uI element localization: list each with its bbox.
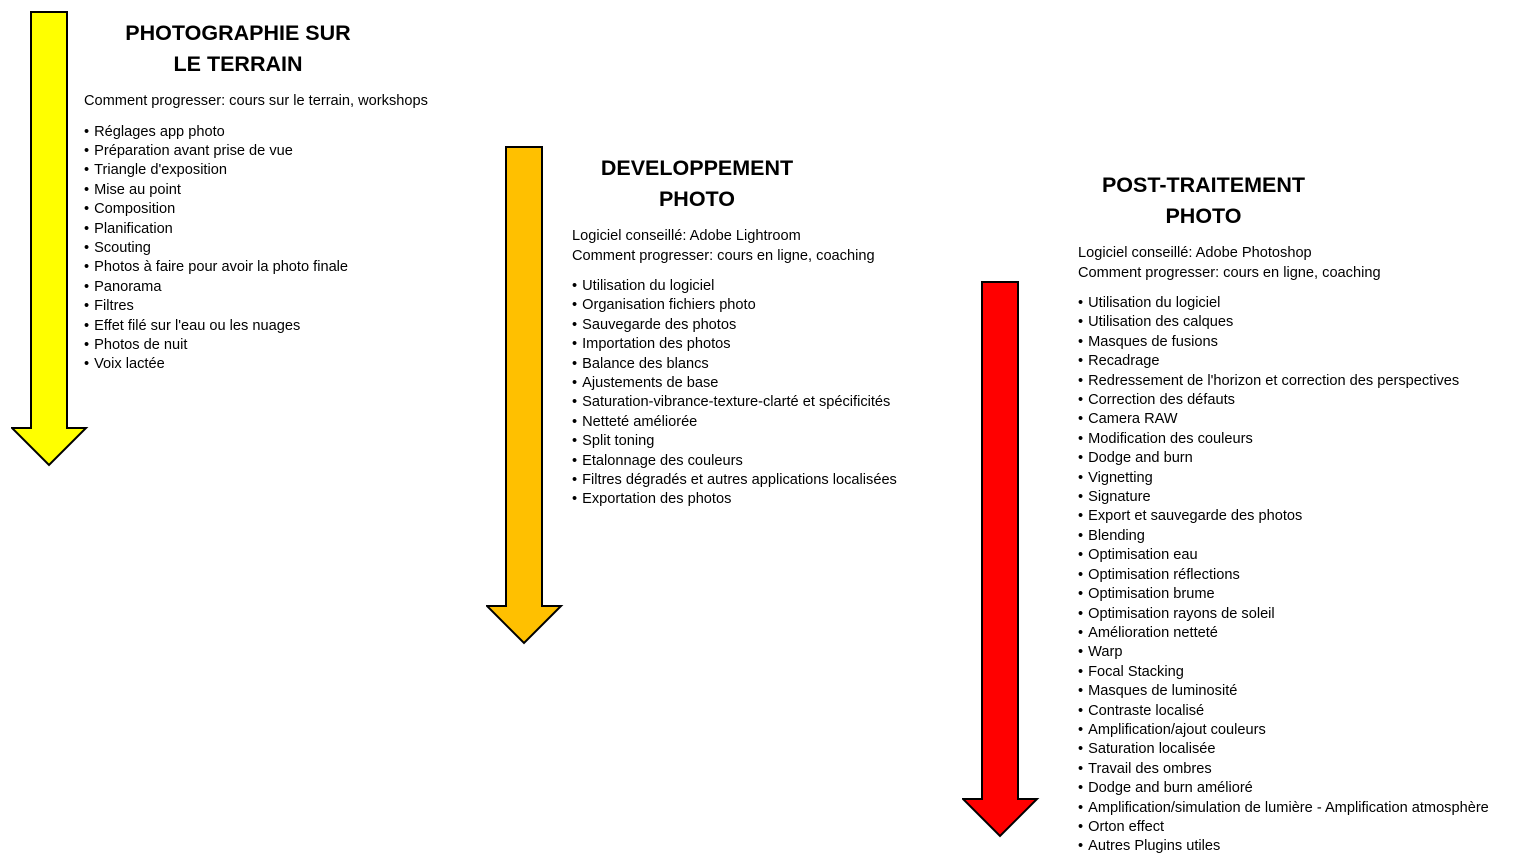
section-terrain: PHOTOGRAPHIE SUR LE TERRAIN Comment prog… [84, 18, 428, 375]
list-item: Optimisation brume [1078, 585, 1489, 604]
arrow-shape-developpement [486, 146, 564, 645]
list-item: Balance des blancs [572, 355, 897, 374]
title-line: PHOTO [1165, 204, 1242, 228]
meta-line: Logiciel conseillé: Adobe Lightroom [572, 228, 801, 244]
list-item: Panorama [84, 278, 428, 297]
list-item: Netteté améliorée [572, 413, 897, 432]
list-item: Sauvegarde des photos [572, 316, 897, 335]
list-item: Modification des couleurs [1078, 430, 1489, 449]
list-item: Amplification/ajout couleurs [1078, 721, 1489, 740]
list-item: Travail des ombres [1078, 760, 1489, 779]
section-title: DEVELOPPEMENT PHOTO [572, 153, 822, 215]
list-item: Split toning [572, 432, 897, 451]
arrow-shape-post-traitement [962, 281, 1040, 838]
list-item: Photos de nuit [84, 336, 428, 355]
title-line: POST-TRAITEMENT [1101, 173, 1306, 197]
section-title: POST-TRAITEMENT PHOTO [1078, 170, 1329, 232]
title-line: DEVELOPPEMENT [600, 156, 794, 180]
topic-list: Utilisation du logicielUtilisation des c… [1078, 294, 1489, 857]
list-item: Masques de fusions [1078, 333, 1489, 352]
down-arrow-terrain [11, 11, 89, 467]
list-item: Filtres dégradés et autres applications … [572, 471, 897, 490]
section-meta: Logiciel conseillé: Adobe Photoshop Comm… [1078, 244, 1489, 283]
list-item: Dodge and burn amélioré [1078, 779, 1489, 798]
list-item: Saturation localisée [1078, 740, 1489, 759]
down-arrow-developpement [486, 146, 564, 646]
section-post-traitement: POST-TRAITEMENT PHOTO Logiciel conseillé… [1078, 170, 1489, 857]
list-item: Optimisation réflections [1078, 566, 1489, 585]
list-item: Export et sauvegarde des photos [1078, 507, 1489, 526]
list-item: Optimisation rayons de soleil [1078, 605, 1489, 624]
title-line: LE TERRAIN [173, 52, 303, 76]
title-line: PHOTO [658, 187, 736, 211]
list-item: Planification [84, 220, 428, 239]
list-item: Warp [1078, 643, 1489, 662]
list-item: Exportation des photos [572, 490, 897, 509]
section-title: PHOTOGRAPHIE SUR LE TERRAIN [84, 18, 392, 80]
list-item: Redressement de l'horizon et correction … [1078, 372, 1489, 391]
section-developpement: DEVELOPPEMENT PHOTO Logiciel conseillé: … [572, 153, 897, 510]
list-item: Contraste localisé [1078, 702, 1489, 721]
list-item: Camera RAW [1078, 410, 1489, 429]
list-item: Organisation fichiers photo [572, 296, 897, 315]
list-item: Importation des photos [572, 335, 897, 354]
list-item: Utilisation des calques [1078, 313, 1489, 332]
list-item: Ajustements de base [572, 374, 897, 393]
list-item: Masques de luminosité [1078, 682, 1489, 701]
list-item: Utilisation du logiciel [572, 277, 897, 296]
list-item: Réglages app photo [84, 123, 428, 142]
list-item: Orton effect [1078, 818, 1489, 837]
list-item: Amélioration netteté [1078, 624, 1489, 643]
list-item: Correction des défauts [1078, 391, 1489, 410]
meta-line: Logiciel conseillé: Adobe Photoshop [1078, 245, 1312, 261]
title-line: PHOTOGRAPHIE SUR [125, 21, 351, 45]
down-arrow-post-traitement [962, 281, 1040, 841]
list-item: Vignetting [1078, 469, 1489, 488]
section-meta: Logiciel conseillé: Adobe Lightroom Comm… [572, 227, 897, 266]
section-meta: Comment progresser: cours sur le terrain… [84, 92, 428, 112]
list-item: Focal Stacking [1078, 663, 1489, 682]
list-item: Blending [1078, 527, 1489, 546]
list-item: Composition [84, 200, 428, 219]
meta-line: Comment progresser: cours sur le terrain… [84, 93, 428, 109]
list-item: Signature [1078, 488, 1489, 507]
meta-line: Comment progresser: cours en ligne, coac… [1078, 264, 1381, 281]
list-item: Voix lactée [84, 355, 428, 374]
list-item: Triangle d'exposition [84, 161, 428, 180]
list-item: Photos à faire pour avoir la photo final… [84, 258, 428, 277]
topic-list: Utilisation du logicielOrganisation fich… [572, 277, 897, 510]
list-item: Saturation-vibrance-texture-clarté et sp… [572, 393, 897, 412]
arrow-shape-terrain [11, 11, 89, 467]
list-item: Filtres [84, 297, 428, 316]
list-item: Préparation avant prise de vue [84, 142, 428, 161]
meta-line: Comment progresser: cours en ligne, coac… [572, 247, 875, 264]
topic-list: Réglages app photoPréparation avant pris… [84, 123, 428, 375]
list-item: Amplification/simulation de lumière - Am… [1078, 799, 1489, 818]
list-item: Utilisation du logiciel [1078, 294, 1489, 313]
list-item: Recadrage [1078, 352, 1489, 371]
list-item: Effet filé sur l'eau ou les nuages [84, 317, 428, 336]
list-item: Autres Plugins utiles [1078, 837, 1489, 856]
list-item: Scouting [84, 239, 428, 258]
list-item: Mise au point [84, 181, 428, 200]
list-item: Optimisation eau [1078, 546, 1489, 565]
list-item: Etalonnage des couleurs [572, 452, 897, 471]
list-item: Dodge and burn [1078, 449, 1489, 468]
